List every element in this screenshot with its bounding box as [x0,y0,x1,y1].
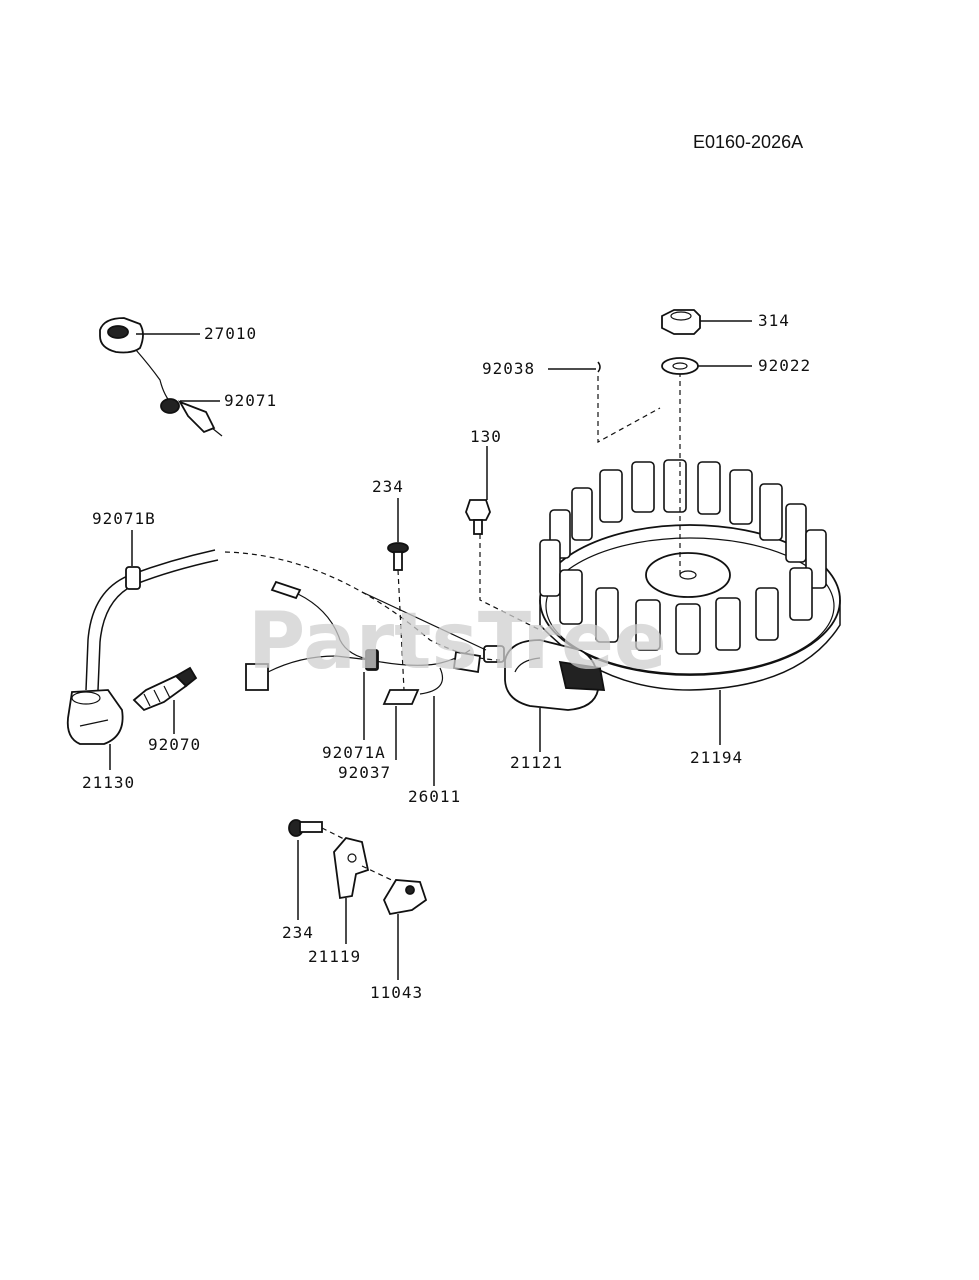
label-234-top: 234 [372,477,404,496]
label-21130: 21130 [82,773,135,792]
label-92038: 92038 [482,359,535,378]
clamp-92071A[interactable] [365,649,379,671]
label-92037: 92037 [338,763,391,782]
label-314: 314 [758,311,790,330]
label-27010: 27010 [204,324,257,343]
bracket-21119[interactable] [333,836,370,900]
label-26011: 26011 [408,787,461,806]
nut-314[interactable] [661,309,701,335]
label-234-bottom: 234 [282,923,314,942]
label-11043: 11043 [370,983,423,1002]
label-92071: 92071 [224,391,277,410]
clip-92037[interactable] [382,689,420,705]
label-21119: 21119 [308,947,361,966]
stop-switch-27010[interactable] [99,317,173,405]
washer-92022[interactable] [661,357,699,375]
ignition-coil-21121[interactable] [483,639,606,711]
bolt-130-path [479,534,541,631]
label-92022: 92022 [758,356,811,375]
label-92070: 92070 [148,735,201,754]
wire-harness[interactable] [245,580,482,695]
lead-92071[interactable] [160,398,223,437]
spark-plug-92070[interactable] [132,666,198,712]
spark-plug-cap-21130[interactable] [66,689,124,745]
bolt-130[interactable] [465,499,491,535]
screw-234-top[interactable] [387,542,409,571]
label-92071A: 92071A [322,743,386,762]
screw-234-bottom[interactable] [288,819,323,837]
label-130: 130 [470,427,502,446]
watermark-logo: PartsTree [248,597,667,687]
label-21121: 21121 [510,753,563,772]
screw-234-path [397,569,405,691]
flywheel-21194[interactable] [539,459,841,691]
bracket-path [361,865,401,885]
label-21194: 21194 [690,748,743,767]
key-placement-line [597,376,661,444]
diagram-code: E0160-2026A [693,132,803,152]
label-92071B: 92071B [92,509,156,528]
bracket-11043[interactable] [382,879,428,916]
key-92038[interactable] [597,361,601,373]
